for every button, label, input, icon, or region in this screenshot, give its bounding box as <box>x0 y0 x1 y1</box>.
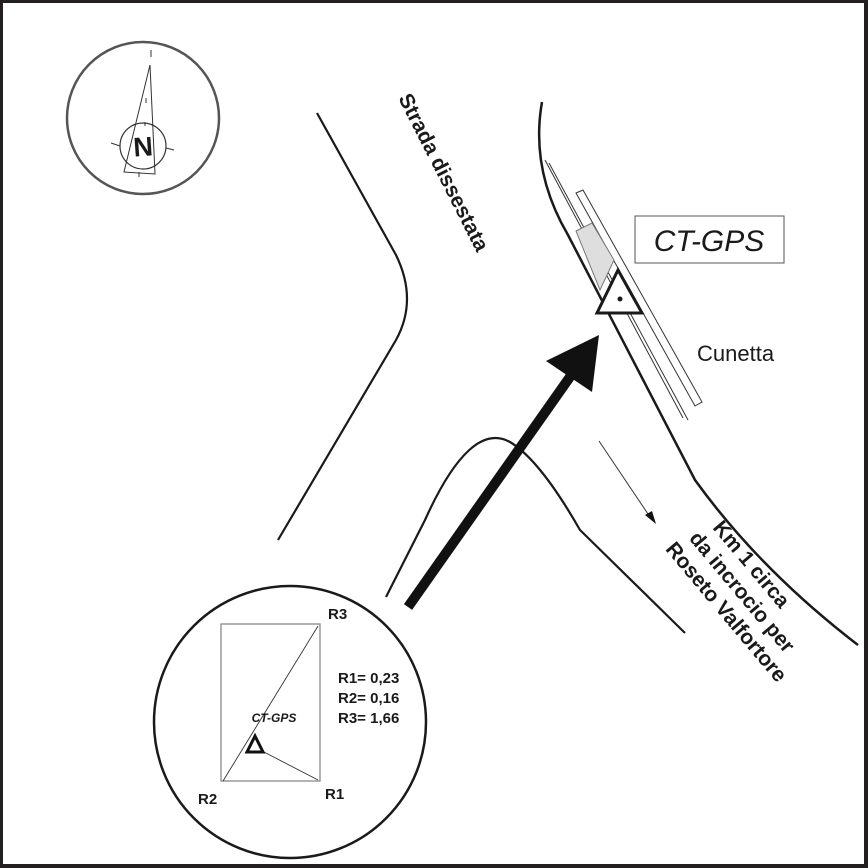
inset-station-label: CT-GPS <box>252 711 297 725</box>
direction-arrow <box>598 440 656 524</box>
corner-label-r1: R1 <box>325 786 344 803</box>
corner-label-r3: R3 <box>328 606 347 623</box>
compass-north-letter: N <box>132 131 154 162</box>
main-road-edge <box>537 101 859 646</box>
location-arrow <box>403 335 599 610</box>
arrow-shaft <box>403 371 577 610</box>
road-label-strada-dissestata: Strada dissestata <box>394 90 494 256</box>
compass-tick-east <box>165 147 175 151</box>
inset-rectangle <box>220 623 321 782</box>
distance-r2: R2= 0,16 <box>338 690 399 707</box>
compass-rose: N <box>65 40 221 196</box>
distance-r3: R3= 1,66 <box>338 710 399 727</box>
road-edge-left <box>277 112 409 541</box>
inset-station-triangle-icon <box>244 732 266 754</box>
distance-r1: R1= 0,23 <box>338 670 399 687</box>
direction-arrow-shaft <box>598 440 649 515</box>
distance-label: Km 1 circa da incrocio per Roseto Valfor… <box>661 516 799 686</box>
road-edge-lower <box>385 436 686 634</box>
line-to-r3 <box>222 625 319 782</box>
station-label-box <box>634 215 785 264</box>
inset-detail: CT-GPS R3 R1 R2 R1= 0,23 R2= 0,16 R3= 1,… <box>152 584 428 860</box>
inset-circle <box>152 584 428 860</box>
line-to-r1 <box>261 750 319 781</box>
station-label: CT-GPS <box>654 225 765 258</box>
station-triangle-icon <box>594 266 645 315</box>
direction-arrow-head-icon <box>645 511 656 524</box>
station-marker <box>594 266 645 315</box>
ditch-strip <box>575 189 703 407</box>
station-center-dot <box>617 296 623 302</box>
corner-label-r2: R2 <box>198 791 217 808</box>
ditch-label-cunetta: Cunetta <box>697 341 775 366</box>
compass-ring <box>65 40 221 196</box>
compass-tick-west <box>110 142 121 147</box>
arrow-head-icon <box>546 335 599 392</box>
antenna-box <box>575 222 615 292</box>
